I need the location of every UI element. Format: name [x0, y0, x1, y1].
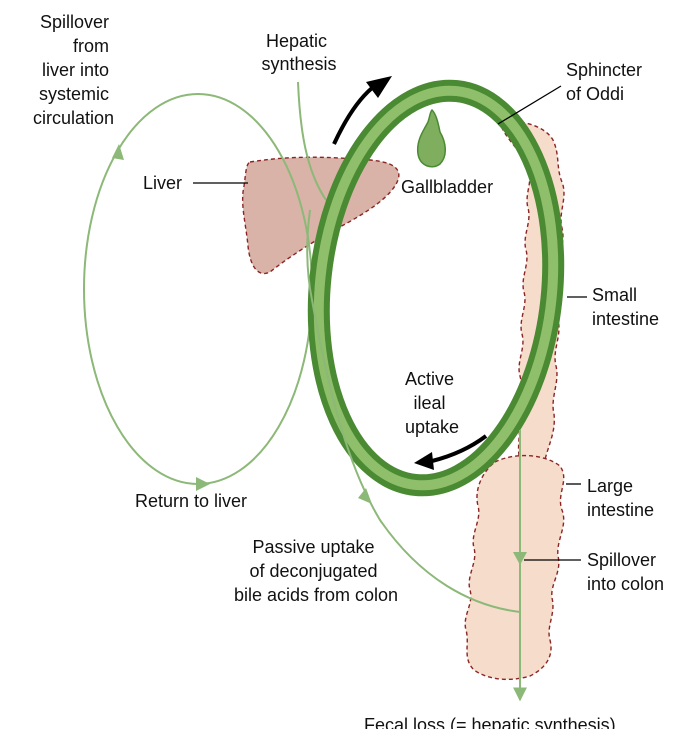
hepatic-synthesis-line: [297, 81, 327, 201]
flow-arrowhead-bottom: [414, 452, 434, 470]
label-return-to-liver: Return to liver: [135, 491, 247, 511]
label-fecal-loss: Fecal loss (= hepatic synthesis): [364, 715, 616, 729]
label-sphincter-of-oddi: Sphincter of Oddi: [566, 60, 647, 104]
label-gallbladder: Gallbladder: [401, 177, 493, 197]
label-hepatic-synthesis: Hepatic synthesis: [261, 31, 336, 74]
liver-shape: [241, 156, 400, 275]
label-spillover-liver: Spillover from liver into systemic circu…: [33, 12, 114, 128]
passive-uptake-line: [306, 209, 521, 613]
loop-arrowhead-top: [112, 144, 124, 160]
label-spillover-colon: Spillover into colon: [587, 550, 664, 594]
loop-arrowhead-bottom: [196, 477, 210, 491]
label-liver: Liver: [143, 173, 182, 193]
label-active-ileal-uptake: Active ileal uptake: [405, 369, 459, 437]
enterohepatic-ring-inner: [313, 85, 559, 491]
flow-arrow-bottom: [431, 434, 488, 463]
passive-uptake-arrowhead: [358, 488, 372, 504]
label-passive-uptake: Passive uptake of deconjugated bile acid…: [234, 537, 398, 605]
label-large-intestine: Large intestine: [587, 476, 654, 520]
colon-flow-midarrow: [513, 552, 527, 565]
flow-arrow-top: [332, 86, 374, 145]
large-intestine-shape: [464, 454, 565, 681]
label-small-intestine: Small intestine: [592, 285, 659, 329]
gallbladder-shape: [416, 108, 446, 168]
sphincter-leader: [497, 85, 562, 125]
flow-arrowhead-top: [366, 76, 392, 98]
